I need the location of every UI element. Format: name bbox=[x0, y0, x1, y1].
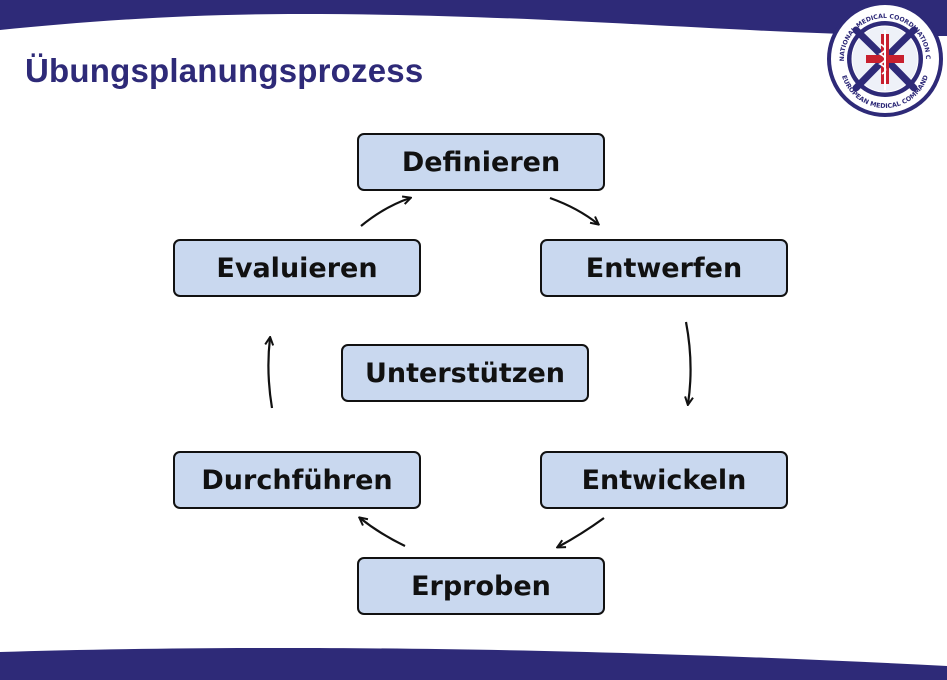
step-definieren: Definieren bbox=[357, 133, 605, 191]
arrow-entwickeln-to-erproben bbox=[558, 517, 605, 547]
step-evaluieren: Evaluieren bbox=[173, 239, 421, 297]
arrow-entwerfen-to-entwickeln bbox=[686, 321, 691, 404]
top-banner bbox=[0, 0, 947, 36]
step-durchfuehren: Durchführen bbox=[173, 451, 421, 509]
arrow-erproben-to-durchfuehren bbox=[360, 518, 406, 547]
arrow-durchfuehren-to-evaluieren bbox=[268, 338, 272, 409]
step-erproben: Erproben bbox=[357, 557, 605, 615]
center-unterstuetzen: Unterstützen bbox=[341, 344, 589, 402]
slide-title: Übungsplanungsprozess bbox=[25, 52, 424, 89]
arrow-definieren-to-entwerfen bbox=[549, 196, 598, 224]
arrow-evaluieren-to-definieren bbox=[360, 198, 410, 227]
bottom-banner bbox=[0, 647, 947, 680]
step-entwickeln: Entwickeln bbox=[540, 451, 788, 509]
step-entwerfen: Entwerfen bbox=[540, 239, 788, 297]
mmcc-logo: MULTINATIONAL MEDICAL COORDINATION CENTR… bbox=[823, 0, 944, 118]
